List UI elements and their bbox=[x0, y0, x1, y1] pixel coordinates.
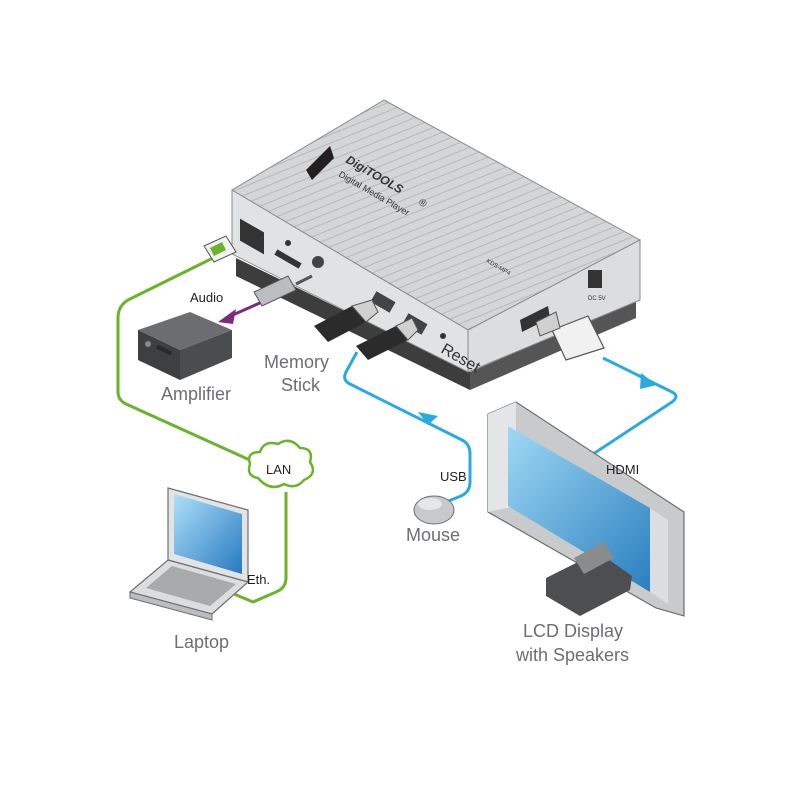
laptop-device bbox=[128, 487, 250, 621]
ethernet-connector bbox=[203, 235, 237, 263]
reset-button bbox=[440, 333, 446, 339]
lcd-display bbox=[487, 401, 685, 617]
sd-card-slot bbox=[274, 249, 302, 269]
led-indicator bbox=[285, 240, 291, 246]
usb-plug bbox=[356, 317, 419, 360]
usb-label: USB bbox=[440, 469, 467, 484]
audio-plug bbox=[253, 274, 313, 307]
hdmi-label: HDMI bbox=[606, 462, 639, 477]
lcd-label-line2: with Speakers bbox=[515, 645, 629, 665]
audio-jack-port bbox=[312, 256, 324, 268]
hdmi-arrow bbox=[640, 373, 657, 389]
ethernet-cable bbox=[116, 256, 253, 463]
memory-stick bbox=[314, 299, 379, 342]
memory-stick-label-line2: Stick bbox=[281, 375, 321, 395]
hdmi-plug bbox=[535, 311, 605, 361]
usb-cable bbox=[343, 351, 472, 504]
eth-label: Eth. bbox=[247, 572, 270, 587]
mouse-label: Mouse bbox=[406, 525, 460, 545]
dc-label: DC 5V bbox=[588, 296, 606, 302]
amplifier-label: Amplifier bbox=[161, 384, 231, 404]
lan-cloud bbox=[247, 439, 315, 489]
lcd-label-line1: LCD Display bbox=[523, 621, 623, 641]
dc-power-port bbox=[588, 270, 602, 288]
ethernet-cable-laptop bbox=[233, 492, 288, 604]
laptop-label: Laptop bbox=[174, 632, 229, 652]
usb-arrow bbox=[418, 412, 438, 425]
usb-port-1 bbox=[370, 291, 396, 313]
lan-label: LAN bbox=[266, 462, 291, 477]
hdmi-cable bbox=[577, 356, 678, 466]
amplifier-device bbox=[138, 312, 232, 380]
audio-arrow bbox=[218, 309, 236, 324]
mouse-device bbox=[413, 495, 455, 525]
hdmi-port bbox=[520, 306, 550, 332]
audio-label: Audio bbox=[190, 290, 223, 305]
kramer-logo bbox=[306, 146, 334, 180]
memory-stick-label-line1: Memory bbox=[264, 352, 329, 372]
ethernet-port bbox=[240, 218, 264, 255]
